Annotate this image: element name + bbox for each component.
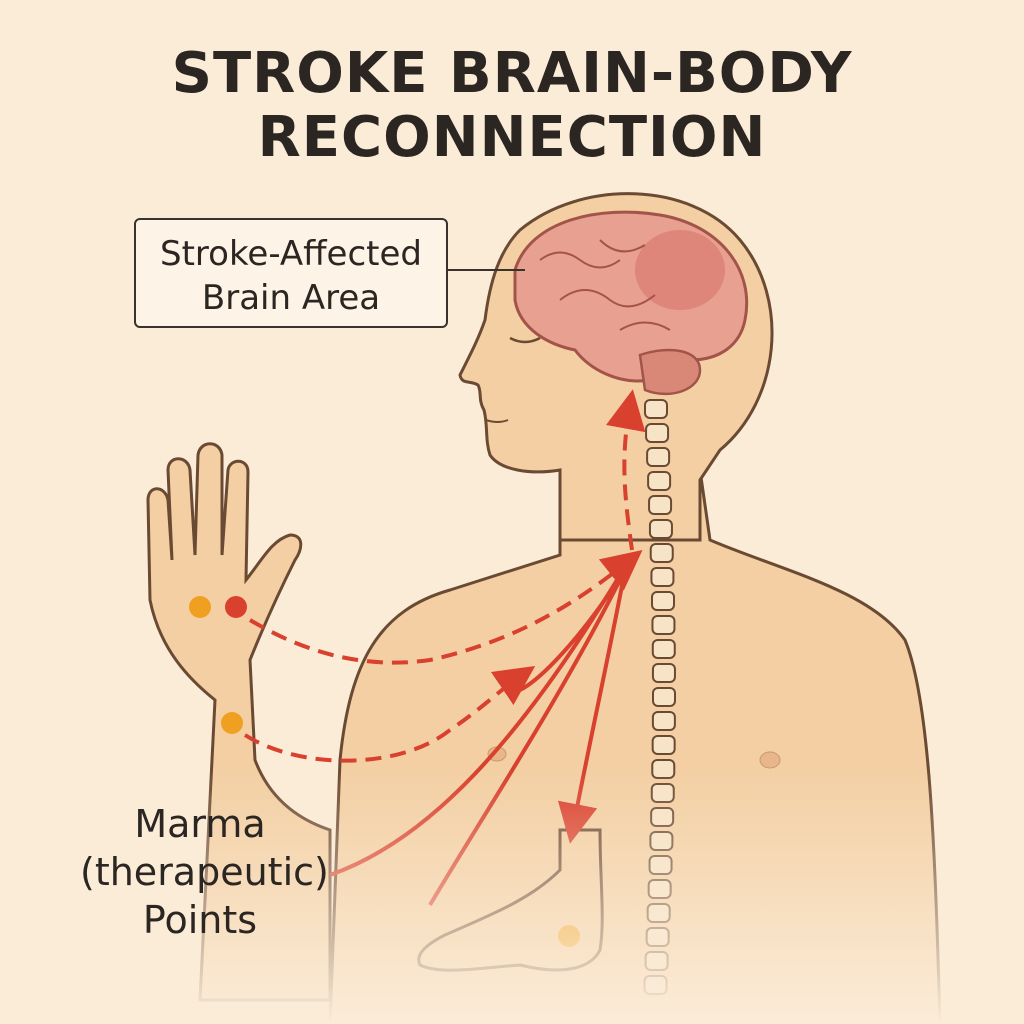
brain-label-line-1: Stroke-Affected xyxy=(160,234,422,274)
marma-label-line-1: Marma xyxy=(134,802,266,846)
marma-label-line-2: (therapeutic) xyxy=(80,850,329,894)
marma-label-line-3: Points xyxy=(142,898,258,942)
title-line-2: RECONNECTION xyxy=(257,105,767,170)
brain-area-label: Stroke-Affected Brain Area xyxy=(134,218,448,328)
marma-label: Marma (therapeutic) Points xyxy=(80,800,329,944)
brain-label-line-2: Brain Area xyxy=(201,278,381,318)
title-line-1: STROKE BRAIN-BODY xyxy=(171,41,853,106)
